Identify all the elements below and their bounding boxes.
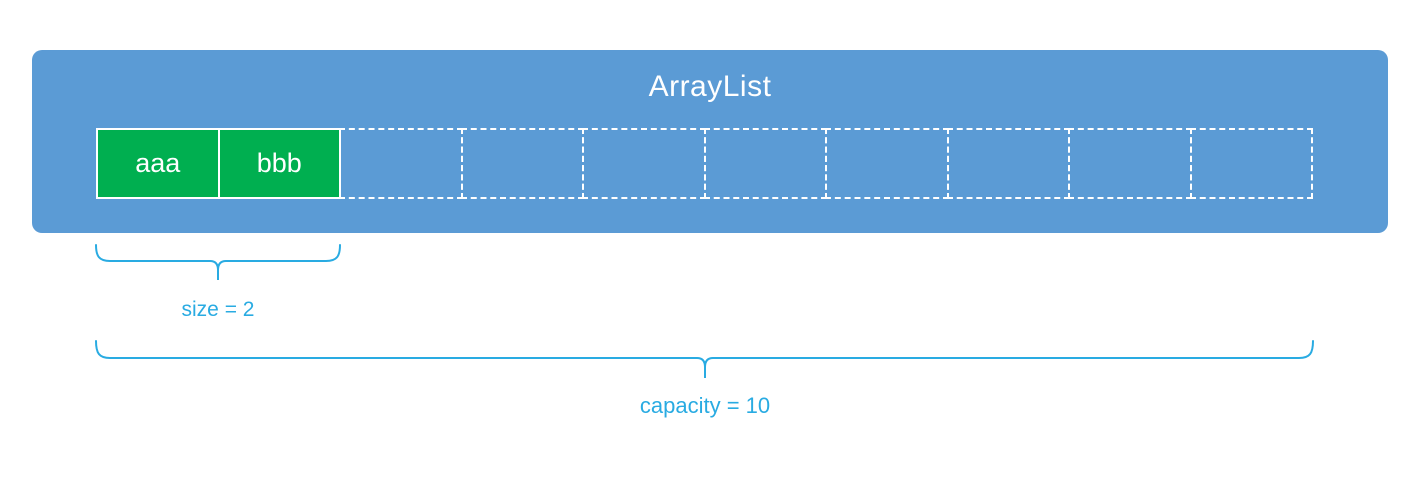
array-cell-empty <box>582 128 706 199</box>
array-cell-empty <box>946 128 1070 199</box>
array-cell-empty <box>1189 128 1313 199</box>
array-cell-empty <box>703 128 827 199</box>
array-cell-empty <box>825 128 949 199</box>
array-cell-empty <box>460 128 584 199</box>
array-cell-filled: aaa <box>96 128 220 199</box>
array-cell-filled: bbb <box>217 128 341 199</box>
array-cell-empty <box>339 128 463 199</box>
array-cell-empty <box>1068 128 1192 199</box>
size-bracket-icon <box>95 244 341 280</box>
size-annotation: size = 2 <box>181 298 255 321</box>
capacity-bracket-icon <box>95 340 1314 378</box>
capacity-annotation: capacity = 10 <box>639 393 771 418</box>
arraylist-title: ArrayList <box>648 70 772 103</box>
